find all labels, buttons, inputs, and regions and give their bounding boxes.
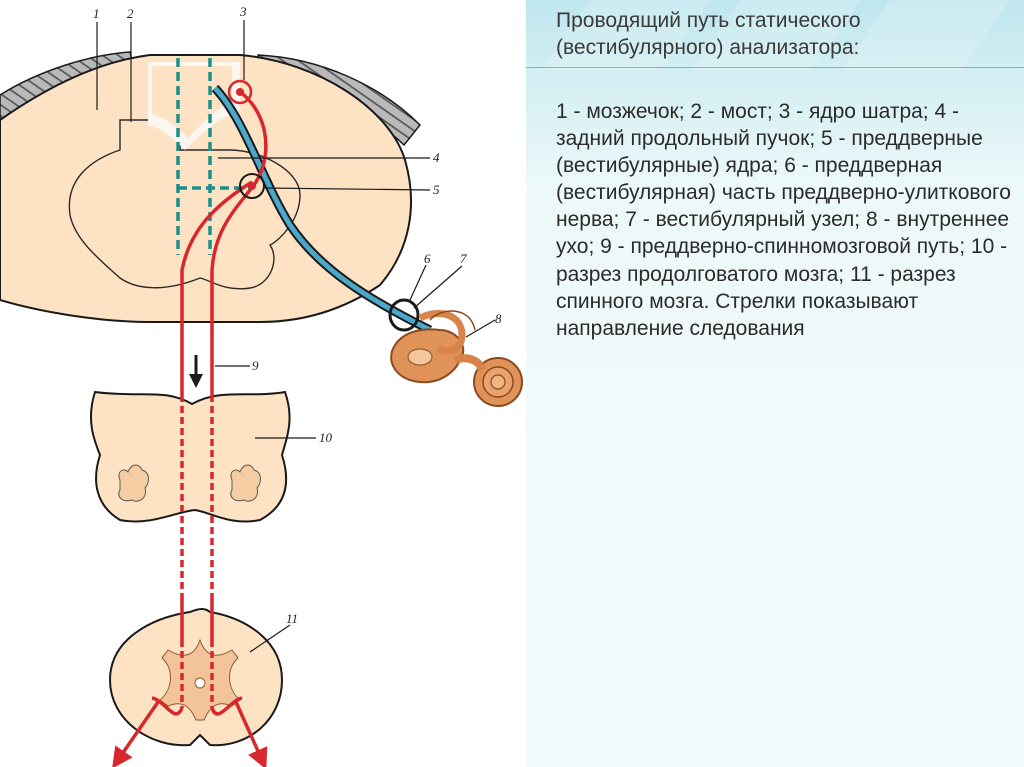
callout-11: 11 [286, 611, 298, 626]
vestibular-ganglion [388, 298, 420, 332]
vestibular-pathway-diagram: 1 2 3 4 5 6 7 8 9 10 11 [0, 4, 523, 767]
callout-7: 7 [460, 251, 467, 266]
callout-8: 8 [495, 311, 502, 326]
callout-6: 6 [424, 251, 431, 266]
midline-inner [152, 66, 232, 138]
title-divider [526, 67, 1024, 68]
callout-5: 5 [433, 182, 440, 197]
pons-outline [68, 119, 301, 290]
posterior-longitudinal-fasciculus [176, 58, 250, 255]
slide-title: Проводящий путь статического (вестибуляр… [556, 9, 861, 59]
callout-labels: 1 2 3 4 5 6 7 8 9 10 11 [93, 4, 502, 626]
legend-text: 1 - мозжечок; 2 - мост; 3 - ядро шатра; … [556, 100, 1011, 340]
callout-9: 9 [252, 358, 259, 373]
medulla-section [89, 390, 291, 523]
inner-ear [390, 310, 523, 407]
callout-10: 10 [319, 430, 333, 445]
fastigial-nucleus-marker [227, 79, 253, 105]
fastigial-nucleus-dot [236, 88, 244, 96]
central-canal [194, 677, 206, 689]
vestibulospinal-tract [112, 90, 268, 767]
direction-arrow [189, 355, 203, 388]
vestibular-nuclei-dot [248, 182, 256, 190]
vestibular-nuclei-marker [239, 173, 265, 199]
callout-leaders [96, 20, 496, 653]
medulla-olive-left [118, 464, 149, 502]
callout-1: 1 [93, 6, 100, 21]
callout-3: 3 [239, 4, 247, 19]
callout-2: 2 [127, 6, 134, 21]
legend-panel: Проводящий путь статического (вестибуляр… [526, 0, 1024, 767]
callout-4: 4 [433, 150, 440, 165]
vestibular-nerve [211, 84, 433, 335]
medulla-olive-right [230, 464, 261, 502]
